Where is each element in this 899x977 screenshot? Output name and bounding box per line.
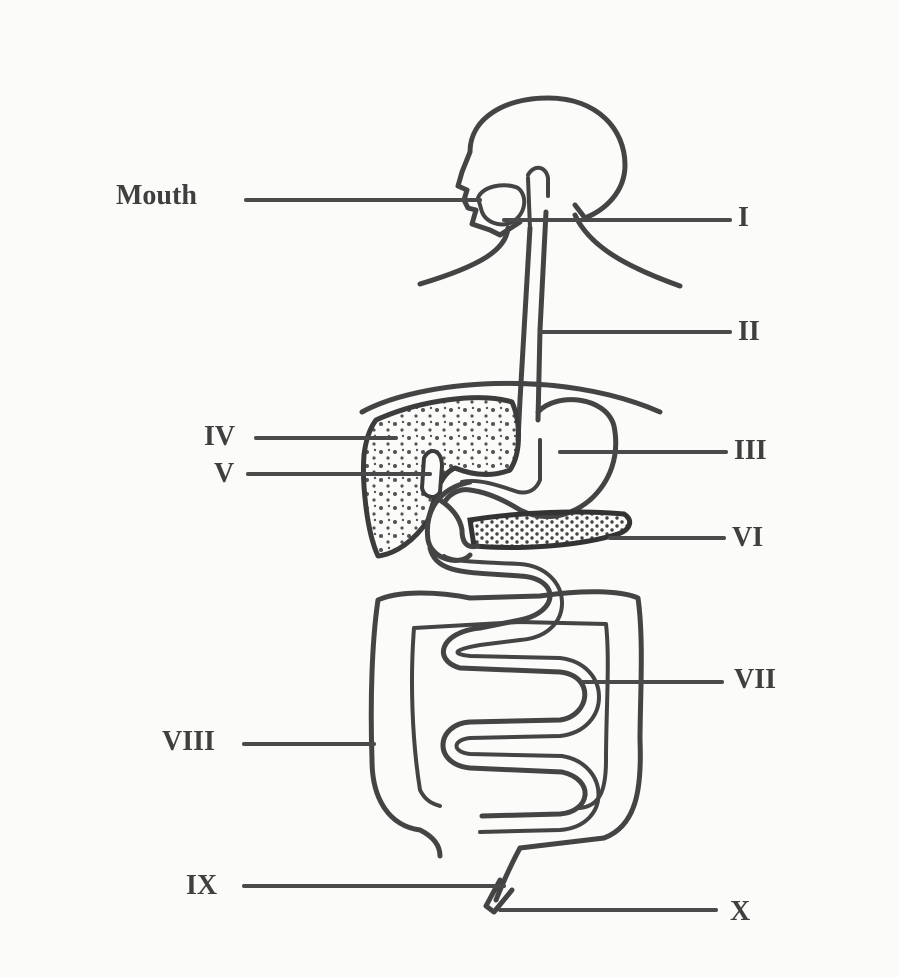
label-iii: III: [734, 435, 767, 466]
stomach-inner: [460, 438, 542, 495]
label-viii: VIII: [162, 726, 215, 757]
label-ix: IX: [186, 870, 218, 901]
label-i: I: [738, 202, 749, 233]
label-iv: IV: [204, 421, 236, 452]
label-v: V: [214, 458, 235, 489]
gall-bladder: [419, 449, 445, 499]
neck-shoulders: [417, 212, 683, 289]
diaphragm: [359, 380, 663, 415]
label-vi: VI: [732, 522, 764, 553]
large-intestine: [368, 589, 644, 859]
label-ii: II: [738, 316, 760, 347]
head-outline: [455, 95, 628, 238]
label-vii: VII: [734, 664, 777, 695]
pancreas: [467, 509, 633, 550]
label-mouth: Mouth: [116, 180, 197, 211]
label-x: X: [730, 896, 751, 927]
large-intestine-inner: [410, 620, 610, 810]
mouth-cavity: [476, 183, 527, 227]
small-intestine-inner: [442, 554, 601, 834]
rectum: [483, 845, 523, 915]
small-intestine: [427, 545, 588, 819]
